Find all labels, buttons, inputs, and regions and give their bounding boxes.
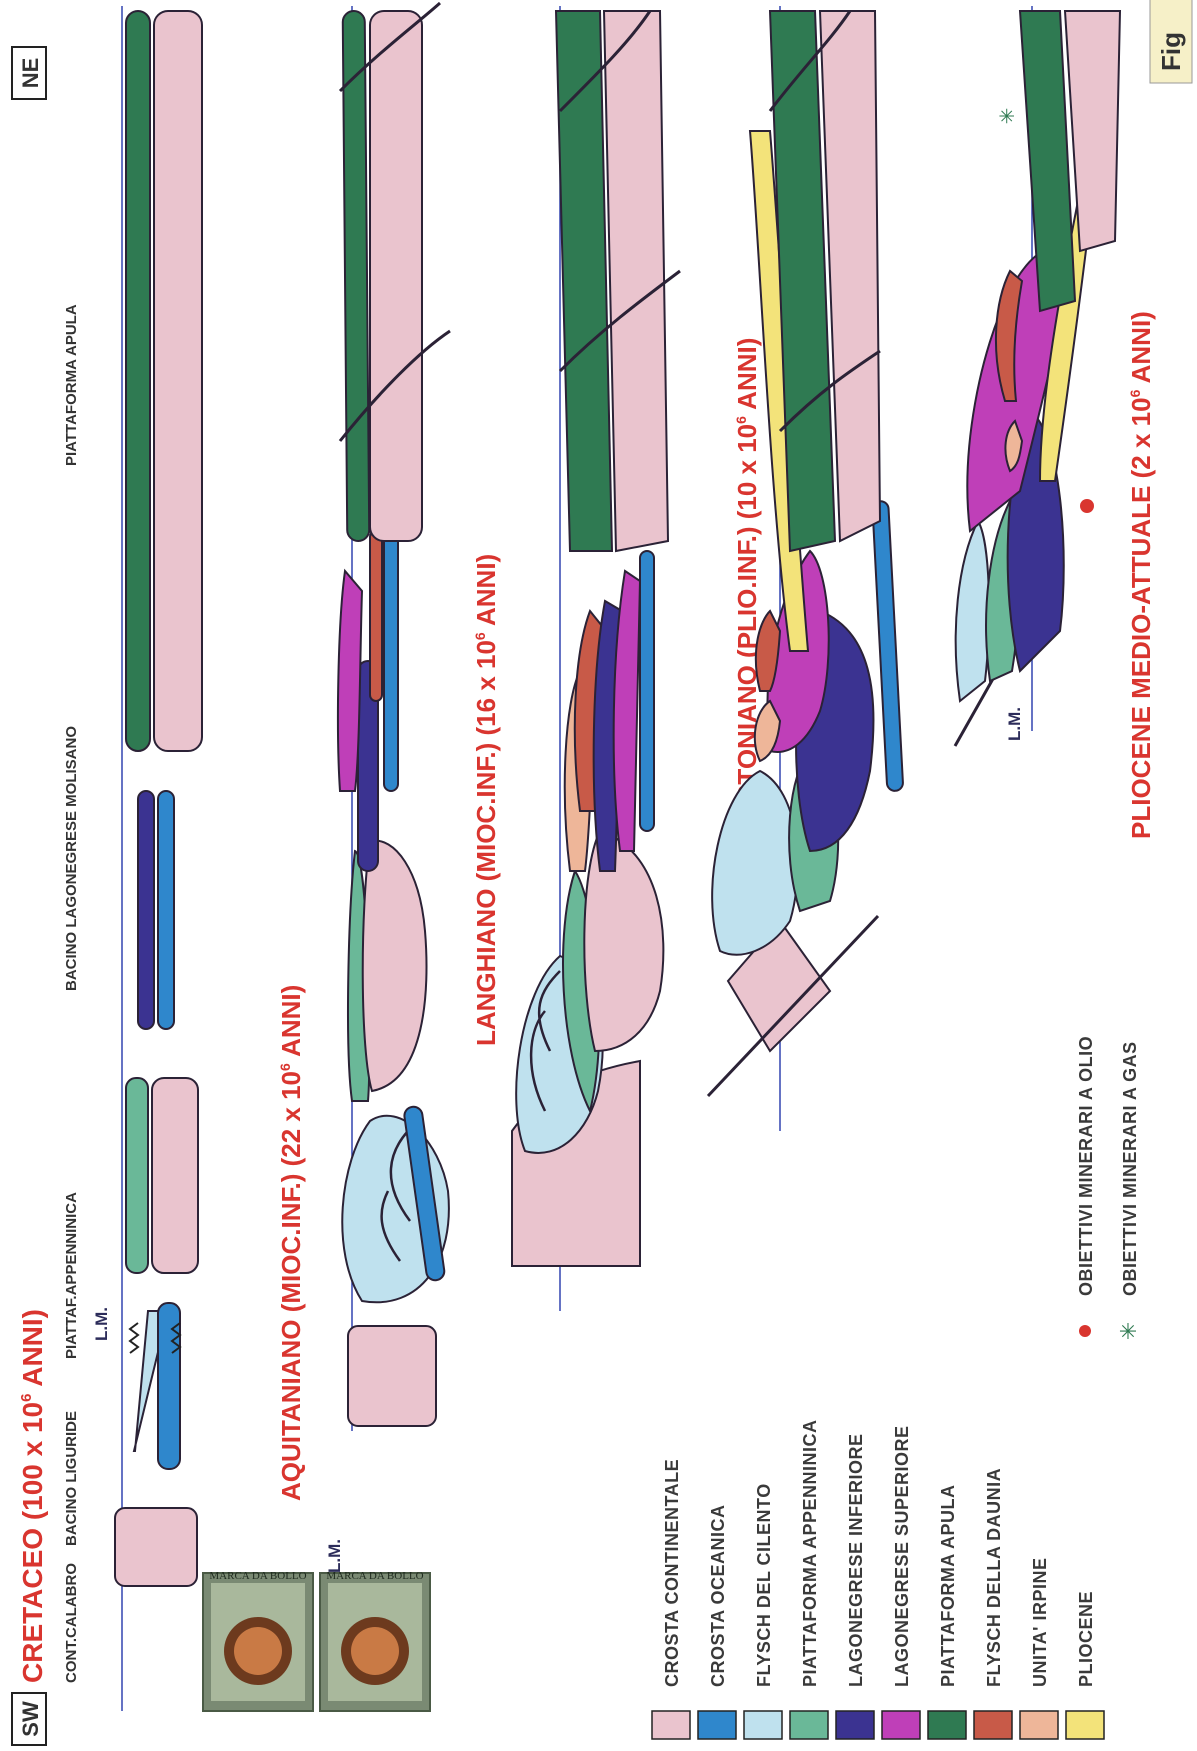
oceanic-crust-bar	[640, 551, 654, 831]
domain-label-bacino-lagonegrese: BACINO LAGONEGRESE MOLISANO	[63, 726, 80, 991]
sw-box: SW	[12, 1693, 46, 1745]
cilento-body	[956, 521, 989, 701]
legend-swatch	[836, 1711, 874, 1739]
stamp-text: MARCA DA BOLLO	[326, 1570, 423, 1582]
domain-label-piattaf-appenninica: PIATTAF.APPENNINICA	[63, 1192, 80, 1359]
domain-label-cont-calabro: CONT.CALABRO	[63, 1563, 80, 1683]
legend-item: PLIOCENE	[1066, 1591, 1104, 1739]
legend-label: FLYSCH DELLA DAUNIA	[984, 1468, 1004, 1687]
legend-item: PIATTAFORMA APPENNINICA	[790, 1420, 828, 1740]
lm-label: L.M.	[92, 1307, 111, 1341]
legend: CROSTA CONTINENTALE CROSTA OCEANICA FLYS…	[652, 1420, 1104, 1740]
stamp-image: MARCA DA BOLLO	[203, 1570, 313, 1711]
legend-item: FLYSCH DEL CILENTO	[744, 1483, 782, 1739]
legend-swatch	[790, 1711, 828, 1739]
daunia-flysch	[370, 531, 382, 701]
cilento-body	[712, 771, 798, 955]
legend-item: UNITA' IRPINE	[1020, 1558, 1058, 1739]
legend-swatch	[928, 1711, 966, 1739]
section-title-aquitaniano: AQUITANIANO (MIOC.INF.) (22 x 106 ANNI)	[276, 985, 306, 1501]
legend-label: CROSTA OCEANICA	[708, 1505, 728, 1688]
legend-item: PIATTAFORMA APULA	[928, 1485, 966, 1739]
domain-label-piattaforma-apula: PIATTAFORMA APULA	[63, 304, 80, 466]
oceanic-crust-bar	[384, 531, 398, 791]
legend-item: CROSTA OCEANICA	[698, 1505, 736, 1740]
legend-label: FLYSCH DEL CILENTO	[754, 1483, 774, 1687]
section-title-cretaceo: CRETACEO (100 x 106 ANNI)	[17, 1309, 48, 1683]
crust-under-apula	[154, 11, 202, 751]
legend-label: PLIOCENE	[1076, 1591, 1096, 1687]
legend-swatch	[698, 1711, 736, 1739]
ne-label: NE	[18, 58, 43, 89]
appennine-crust	[584, 831, 663, 1051]
legend-label: LAGONEGRESE INFERIORE	[846, 1433, 866, 1687]
oceanic-crust-bar	[158, 1303, 180, 1469]
star-icon: ✳	[1116, 1322, 1141, 1340]
oceanic-crust-bar-2	[158, 791, 174, 1029]
section-pliocene: L.M. ✳	[955, 6, 1120, 746]
section-title-tortoniano: TORTONIANO (PLIO.INF.) (10 x 106 ANNI)	[732, 338, 762, 839]
legend-item: LAGONEGRESE SUPERIORE	[882, 1425, 920, 1739]
target-label-oil: OBIETTIVI MINERARI A OLIO	[1076, 1036, 1096, 1296]
section-title-pliocene: PLIOCENE MEDIO-ATTUALE (2 x 106 ANNI)	[1126, 311, 1156, 839]
legend-label: CROSTA CONTINENTALE	[662, 1459, 682, 1687]
legend-label: PIATTAFORMA APULA	[938, 1485, 958, 1687]
revenue-stamps: MARCA DA BOLLO MARCA DA BOLLO	[203, 1570, 430, 1711]
legend-label: PIATTAFORMA APPENNINICA	[800, 1420, 820, 1688]
appennine-crust	[363, 841, 427, 1091]
apula-platform-bar	[126, 11, 150, 751]
lm-label: L.M.	[1005, 707, 1024, 741]
apula-platform	[343, 11, 370, 541]
fig-box: Fig	[1150, 0, 1192, 83]
targets-legend: OBIETTIVI MINERARI A OLIO ✳ OBIETTIVI MI…	[1076, 1036, 1141, 1340]
legend-item: LAGONEGRESE INFERIORE	[836, 1433, 874, 1739]
continental-crust-block	[115, 1508, 197, 1586]
section-title-langhiano: LANGHIANO (MIOC.INF.) (16 x 106 ANNI)	[471, 554, 501, 1046]
fig-label: Fig	[1156, 32, 1186, 71]
oil-target-marker	[1080, 499, 1094, 513]
crust-under-appennine	[152, 1078, 198, 1273]
legend-swatch	[744, 1711, 782, 1739]
oceanic-crust-bar	[872, 501, 903, 791]
legend-swatch	[882, 1711, 920, 1739]
legend-swatch	[652, 1711, 690, 1739]
section-cretaceo: L.M.	[92, 6, 202, 1711]
target-label-gas: OBIETTIVI MINERARI A GAS	[1120, 1041, 1140, 1296]
continental-crust-block	[348, 1326, 436, 1426]
legend-item: CROSTA CONTINENTALE	[652, 1459, 690, 1739]
section-aquitaniano: L.M.	[325, 3, 450, 1573]
apula-crust	[370, 11, 422, 541]
gas-target-marker: ✳	[997, 108, 1019, 125]
legend-label: UNITA' IRPINE	[1030, 1558, 1050, 1687]
legend-label: LAGONEGRESE SUPERIORE	[892, 1425, 912, 1687]
upper-lagonegrese	[338, 571, 362, 791]
appennine-platform-bar	[126, 1078, 148, 1273]
lm-label: L.M.	[325, 1539, 344, 1573]
section-langhiano: L.M.	[512, 6, 680, 1311]
legend-swatch	[1020, 1711, 1058, 1739]
legend-item: FLYSCH DELLA DAUNIA	[974, 1468, 1012, 1739]
domain-label-bacino-liguride: BACINO LIGURIDE	[63, 1411, 80, 1546]
stamp-text: MARCA DA BOLLO	[209, 1570, 306, 1582]
legend-swatch	[974, 1711, 1012, 1739]
apula-crust	[1065, 11, 1120, 251]
apula-platform	[556, 11, 612, 551]
sw-label: SW	[18, 1701, 43, 1737]
lower-lagonegrese-bar	[138, 791, 154, 1029]
red-dot-icon	[1079, 1325, 1091, 1337]
legend-swatch	[1066, 1711, 1104, 1739]
ne-box: NE	[12, 47, 46, 99]
stamp-image: MARCA DA BOLLO	[320, 1570, 430, 1711]
apula-crust	[604, 11, 668, 551]
